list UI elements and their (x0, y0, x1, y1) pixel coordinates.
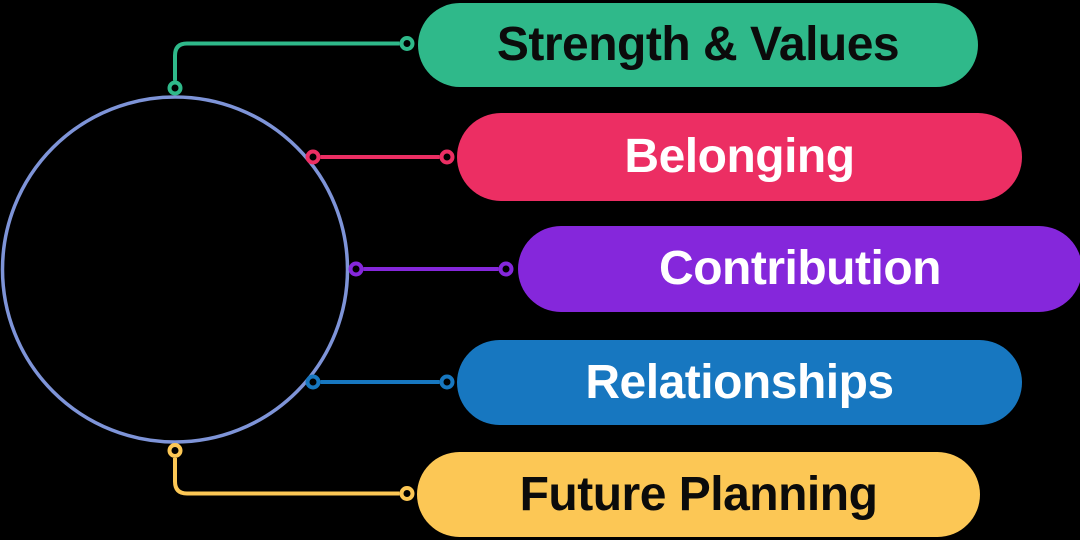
pill-end-dot (439, 149, 455, 165)
hub-end-dot (167, 443, 183, 458)
connector-belonging (305, 149, 455, 165)
pill-end-dot (498, 261, 514, 277)
topic-pill-contribution: Contribution (518, 226, 1080, 312)
connector-strength-values (167, 36, 415, 96)
connector-future-planning (167, 443, 415, 501)
topic-label: Contribution (659, 242, 941, 295)
connector-relationships (305, 374, 455, 390)
topic-pill-strength-values: Strength & Values (418, 3, 978, 87)
hub-end-dot (167, 80, 183, 96)
topic-pill-future-planning: Future Planning (417, 452, 980, 537)
pill-end-dot (439, 374, 455, 390)
hub-end-dot (305, 374, 321, 390)
pill-end-dot (399, 486, 415, 501)
topic-pill-belonging: Belonging (457, 113, 1022, 201)
connector-contribution (348, 261, 514, 277)
topic-label: Future Planning (519, 467, 878, 521)
topic-label: Belonging (624, 130, 855, 183)
topic-pill-relationships: Relationships (457, 340, 1022, 425)
connector-line (173, 41, 400, 81)
topic-label: Relationships (585, 355, 894, 409)
connector-line (173, 458, 400, 496)
pill-end-dot (399, 36, 415, 51)
topic-label: Strength & Values (496, 18, 900, 71)
hub-circle (0, 95, 350, 444)
hub-end-dot (348, 261, 364, 277)
hub-end-dot (305, 149, 321, 165)
